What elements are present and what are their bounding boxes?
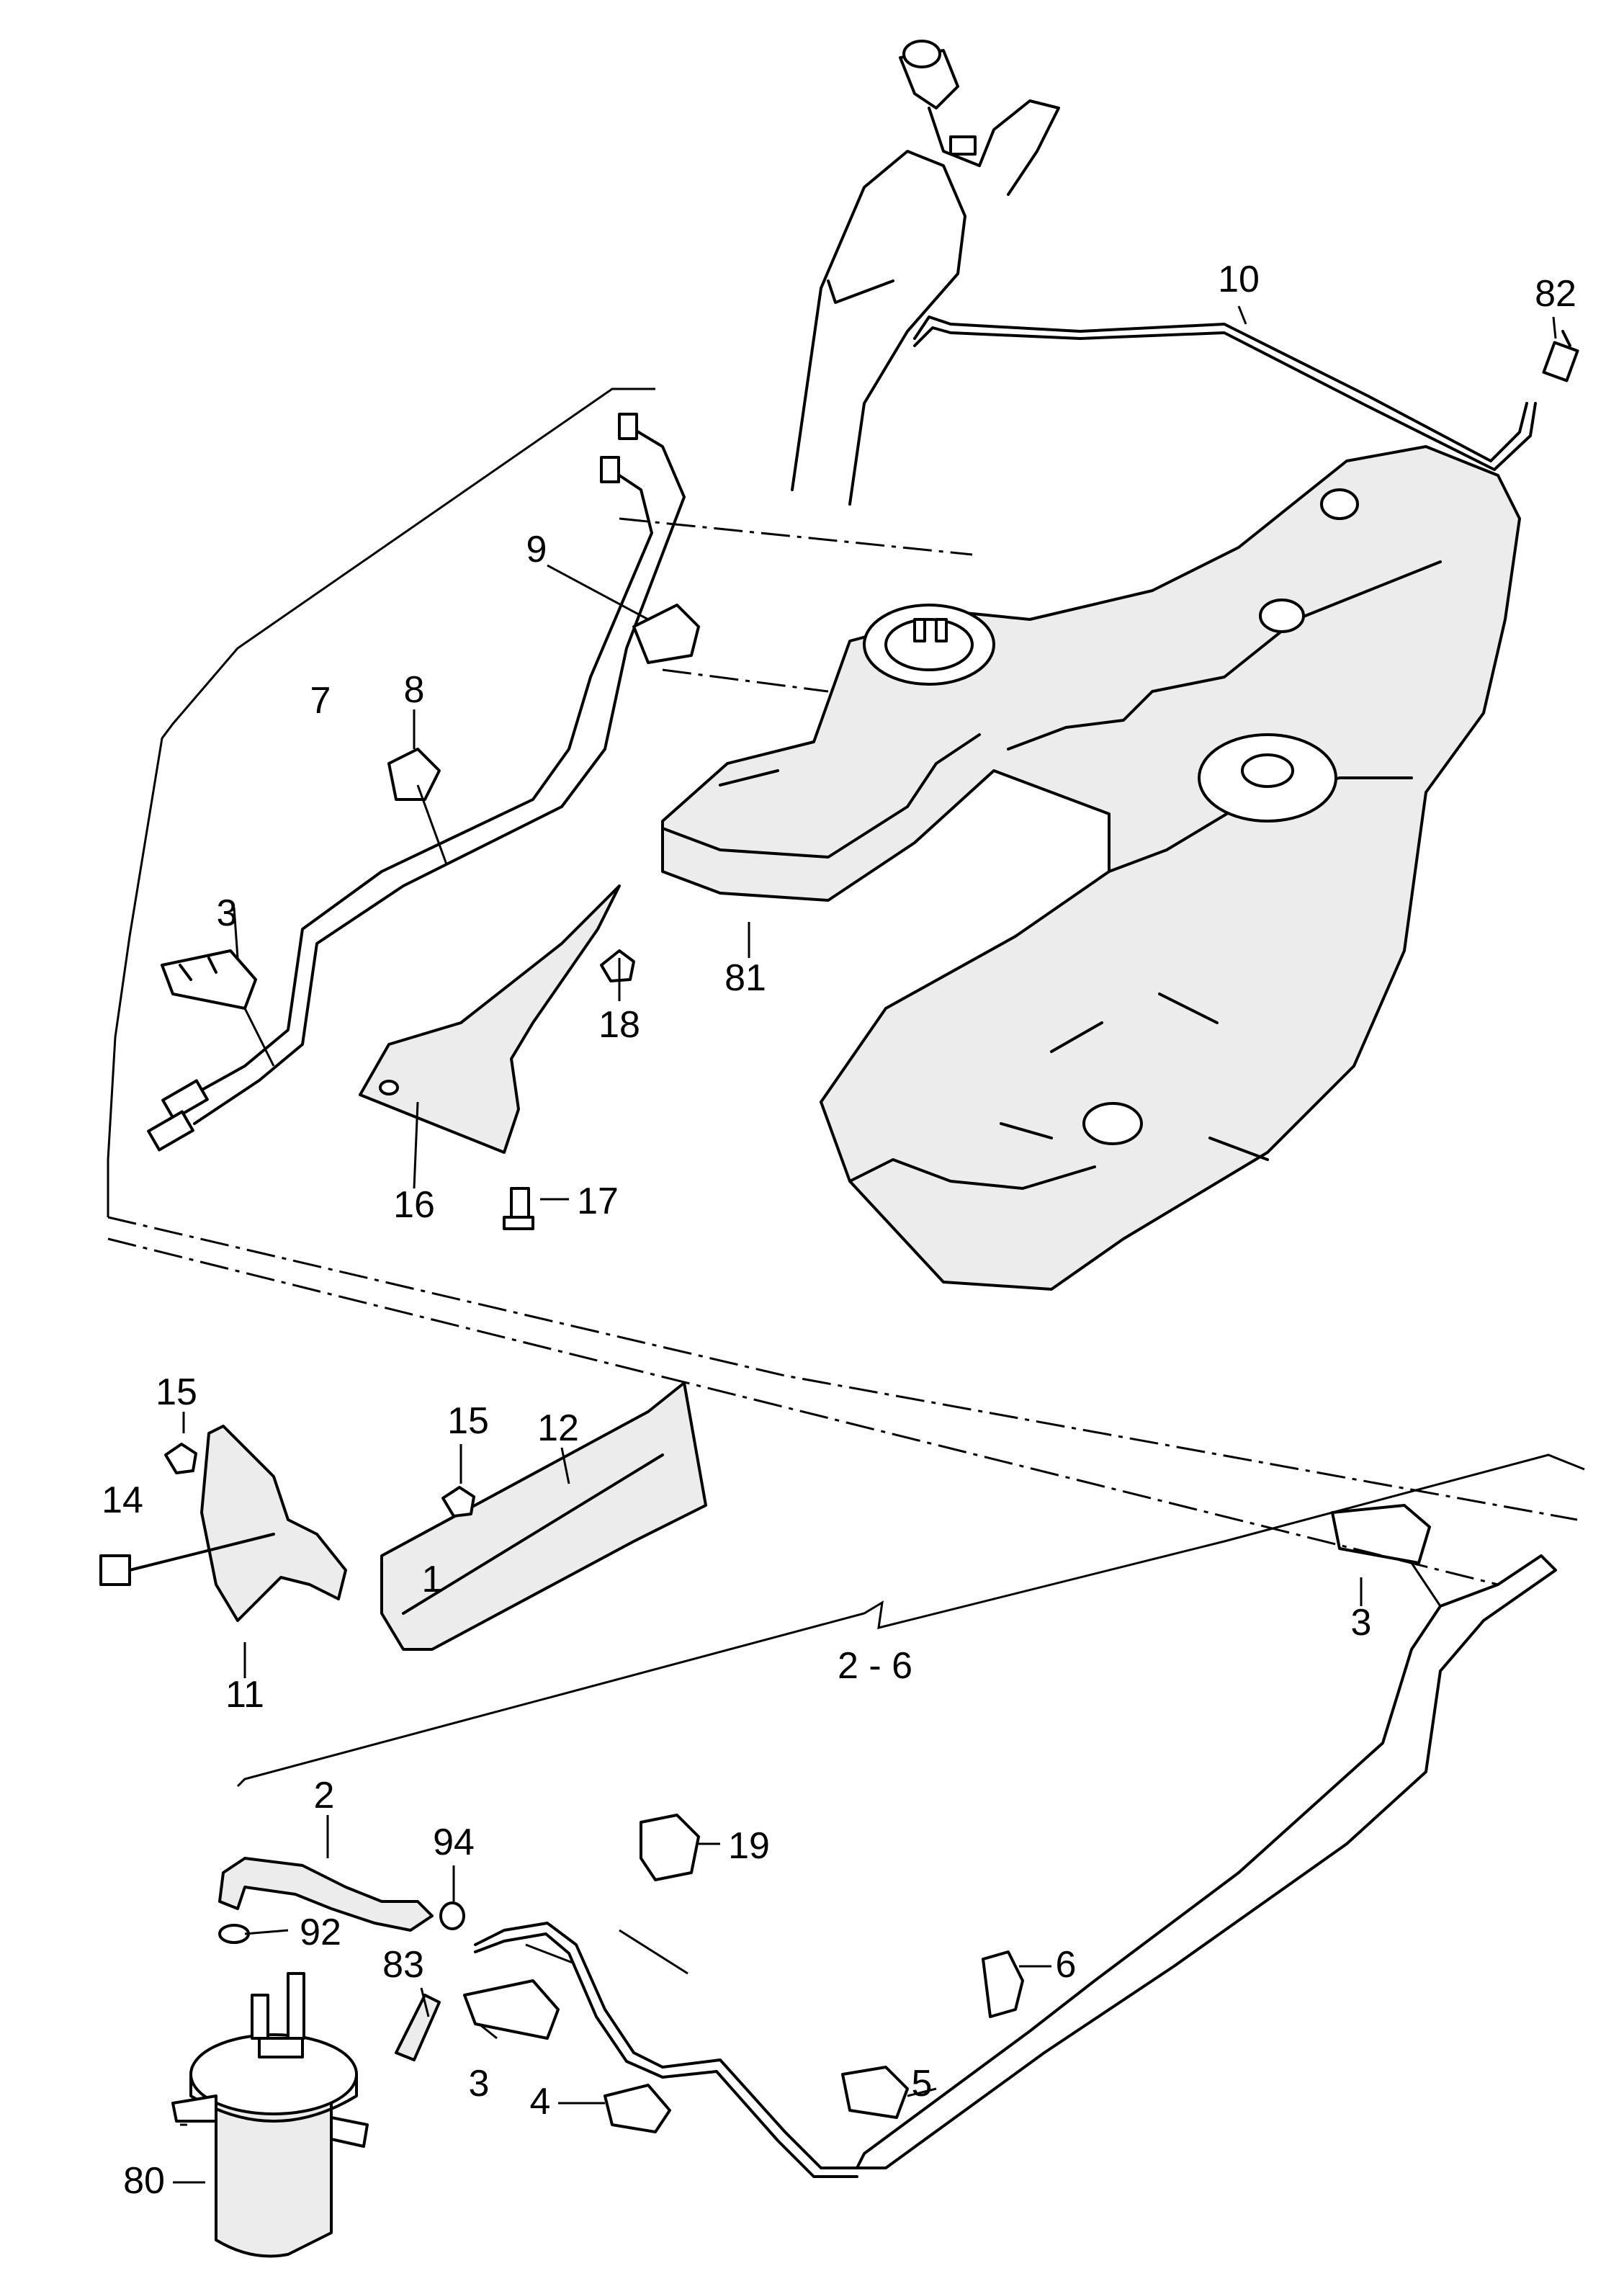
callout-16: 16 bbox=[393, 1184, 435, 1226]
callout-2-6: 2 - 6 bbox=[838, 1645, 912, 1687]
clamp-94 bbox=[439, 1901, 465, 1930]
clip-4 bbox=[604, 2084, 671, 2133]
clip-8 bbox=[387, 748, 441, 801]
bracket-11 bbox=[200, 1425, 347, 1622]
nut-15a bbox=[164, 1443, 197, 1474]
fuel-lines-lower bbox=[474, 1554, 1557, 2178]
callout-5: 5 bbox=[912, 2063, 933, 2105]
clip-3-upper bbox=[161, 949, 257, 1010]
callout-3-upper: 3 bbox=[217, 892, 238, 934]
connector-82 bbox=[1542, 330, 1579, 382]
bracket-16 bbox=[359, 884, 621, 1154]
clamp-92 bbox=[218, 1924, 250, 1944]
clip-6 bbox=[982, 1950, 1024, 2018]
vent-line bbox=[913, 315, 1528, 462]
reference-line bbox=[619, 517, 973, 556]
bolt-14 bbox=[99, 1533, 275, 1586]
nut-18 bbox=[600, 949, 635, 982]
callout-10: 10 bbox=[1218, 259, 1260, 300]
callout-8: 8 bbox=[404, 669, 425, 711]
reference-line bbox=[662, 668, 829, 693]
clip-9 bbox=[632, 604, 700, 664]
callout-2: 2 bbox=[314, 1775, 335, 1816]
callout-94: 94 bbox=[433, 1822, 475, 1863]
fuel-filter-80 bbox=[171, 1972, 369, 2258]
vent-line-inner bbox=[913, 326, 1537, 471]
callout-82: 82 bbox=[1535, 273, 1576, 315]
hose-83 bbox=[395, 1994, 441, 2061]
callout-17: 17 bbox=[577, 1180, 619, 1222]
callout-81: 81 bbox=[724, 957, 766, 999]
bolt-17 bbox=[503, 1187, 534, 1230]
callout-15-left: 15 bbox=[156, 1371, 197, 1413]
filler-neck bbox=[791, 40, 1060, 506]
hose-2 bbox=[218, 1857, 434, 1932]
group-bracket-7 bbox=[107, 387, 655, 1217]
heat-shield-12 bbox=[380, 1381, 707, 1651]
callout-1: 1 bbox=[422, 1559, 443, 1600]
reference-line bbox=[107, 1237, 1499, 1586]
nut-15b bbox=[441, 1486, 475, 1518]
callout-15-right: 15 bbox=[447, 1400, 489, 1442]
callout-6: 6 bbox=[1056, 1944, 1077, 1986]
callout-11: 11 bbox=[225, 1674, 264, 1716]
clip-5 bbox=[841, 2066, 909, 2119]
callout-3-lower: 3 bbox=[469, 2063, 490, 2105]
fuel-tank bbox=[661, 445, 1521, 1291]
callout-83: 83 bbox=[382, 1944, 424, 1986]
callout-19: 19 bbox=[728, 1825, 770, 1867]
callout-80: 80 bbox=[123, 2160, 165, 2202]
callout-3-right: 3 bbox=[1351, 1602, 1372, 1644]
callout-labels: 1 2 - 6 2 3 3 3 4 5 6 7 8 9 10 11 12 14 … bbox=[102, 259, 1576, 2202]
callout-18: 18 bbox=[598, 1004, 640, 1046]
callout-14: 14 bbox=[102, 1479, 143, 1521]
callout-12: 12 bbox=[537, 1407, 579, 1449]
callout-7: 7 bbox=[310, 680, 331, 722]
callout-92: 92 bbox=[300, 1912, 341, 1953]
clip-19 bbox=[640, 1814, 700, 1881]
group-bracket-1 bbox=[236, 1453, 1585, 1788]
callout-4: 4 bbox=[530, 2081, 551, 2123]
reference-line bbox=[107, 1216, 1578, 1521]
fuel-lines-upper bbox=[147, 413, 686, 1152]
clip-3-lower bbox=[463, 1979, 560, 2040]
callout-9: 9 bbox=[526, 529, 547, 570]
leader-lines bbox=[173, 305, 1557, 2184]
clip-3-right bbox=[1331, 1504, 1431, 1564]
